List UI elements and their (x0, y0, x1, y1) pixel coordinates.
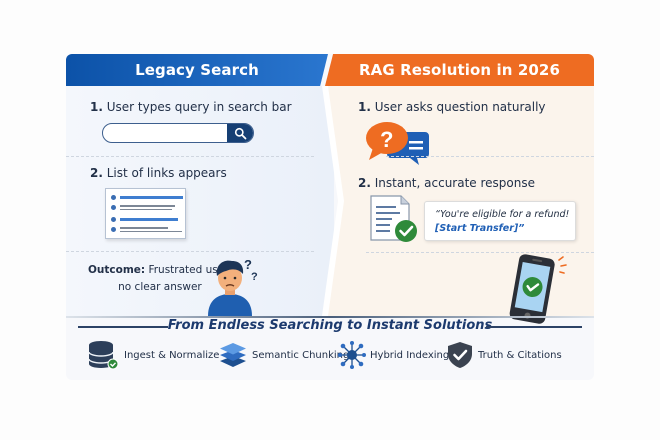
outcome-line-1: Frustrated user, (148, 264, 232, 276)
step-text: List of links appears (106, 166, 227, 180)
start-transfer-link[interactable]: [Start Transfer]” (435, 223, 525, 234)
verified-document-icon (370, 195, 417, 242)
search-button[interactable] (227, 124, 253, 142)
outcome-line-2: no clear answer (118, 281, 202, 293)
response-text: “You're eligible for a refund! (435, 209, 570, 220)
network-graph-icon (338, 341, 366, 369)
divider (66, 156, 314, 157)
step-number: 2. (90, 166, 103, 180)
feature-ingest: Ingest & Normalize (88, 341, 220, 370)
tagline: From Endless Searching to Instant Soluti… (167, 318, 493, 333)
database-check-icon (88, 341, 119, 370)
feature-label: Truth & Citations (478, 349, 562, 361)
rag-title: RAG Resolution in 2026 (359, 61, 560, 79)
step-number: 2. (358, 176, 371, 190)
phone-check-icon (509, 254, 567, 324)
feature-indexing: Hybrid Indexing (338, 341, 450, 369)
rag-step-1: 1. User asks question naturally (358, 100, 546, 114)
step-text: User asks question naturally (374, 100, 546, 114)
feature-chunking: Semantic Chunking (218, 342, 349, 368)
layers-icon (220, 343, 246, 367)
rag-step-2: 2. Instant, accurate response (358, 176, 535, 190)
step-text: Instant, accurate response (374, 176, 535, 190)
feature-label: Hybrid Indexing (370, 349, 450, 361)
feature-label: Ingest & Normalize (124, 349, 220, 361)
tagline-row: From Endless Searching to Instant Soluti… (66, 318, 594, 335)
legacy-step-1: 1. User types query in search bar (90, 100, 292, 114)
section-divider (66, 316, 594, 318)
feature-label: Semantic Chunking (252, 349, 350, 361)
search-input[interactable] (103, 127, 223, 142)
search-bar[interactable] (102, 123, 254, 143)
outcome-label: Outcome: (88, 264, 146, 276)
response-bubble: “You're eligible for a refund! [Start Tr… (424, 201, 576, 241)
feature-citations: Truth & Citations (446, 342, 562, 368)
tagline-rule-right (486, 326, 582, 328)
svg-text:?: ? (251, 271, 258, 283)
link-list-illustration (105, 188, 186, 239)
rag-header: RAG Resolution in 2026 (325, 54, 594, 86)
question-chat-bubbles-icon: ? (366, 122, 429, 165)
legacy-title: Legacy Search (135, 61, 259, 79)
shield-check-icon (448, 342, 472, 368)
legacy-step-2: 2. List of links appears (90, 166, 227, 180)
step-text: User types query in search bar (106, 100, 292, 114)
divider (66, 251, 314, 252)
tagline-rule-left (78, 326, 168, 328)
divider (386, 156, 594, 157)
svg-text:?: ? (380, 127, 393, 152)
legacy-header: Legacy Search (66, 54, 328, 86)
svg-text:?: ? (244, 257, 252, 272)
confused-person-icon: ? ? (208, 257, 258, 316)
outcome-text: Outcome: Frustrated user, no clear answe… (88, 262, 232, 296)
comparison-card: Legacy Search RAG Resolution in 2026 1. … (66, 54, 594, 380)
magnifier-icon (234, 127, 246, 139)
divider (366, 252, 594, 253)
step-number: 1. (90, 100, 103, 114)
step-number: 1. (358, 100, 371, 114)
